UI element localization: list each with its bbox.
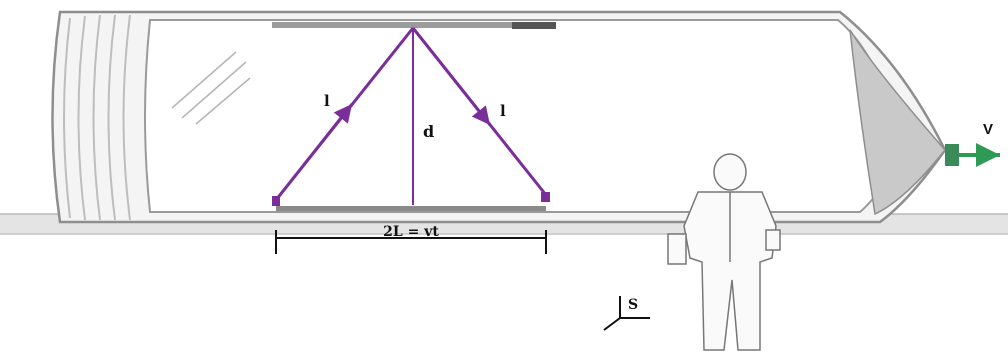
label-height: d [423, 122, 434, 141]
light-ray-down-arrow [411, 27, 492, 126]
label-base: 2L = vt [383, 224, 439, 240]
label-path-left: l [324, 92, 330, 110]
bottom-mirror [276, 206, 546, 211]
velocity-arrow [945, 143, 1000, 167]
nose-cone [849, 29, 946, 216]
label-velocity: V [983, 121, 993, 138]
rear-ribs [63, 14, 131, 221]
observer-figure [667, 153, 781, 351]
frame-axes [603, 296, 650, 331]
tube-inner [144, 19, 907, 213]
light-path [272, 27, 550, 206]
label-path-right: l [500, 102, 506, 120]
spaceship-body [51, 10, 947, 224]
top-mirror [272, 22, 556, 29]
window-glare [171, 51, 251, 125]
light-ray-up-arrow [274, 103, 354, 201]
detector [541, 192, 550, 202]
label-frame: S [628, 297, 638, 313]
base-measure [275, 230, 547, 254]
emitter [272, 196, 280, 206]
